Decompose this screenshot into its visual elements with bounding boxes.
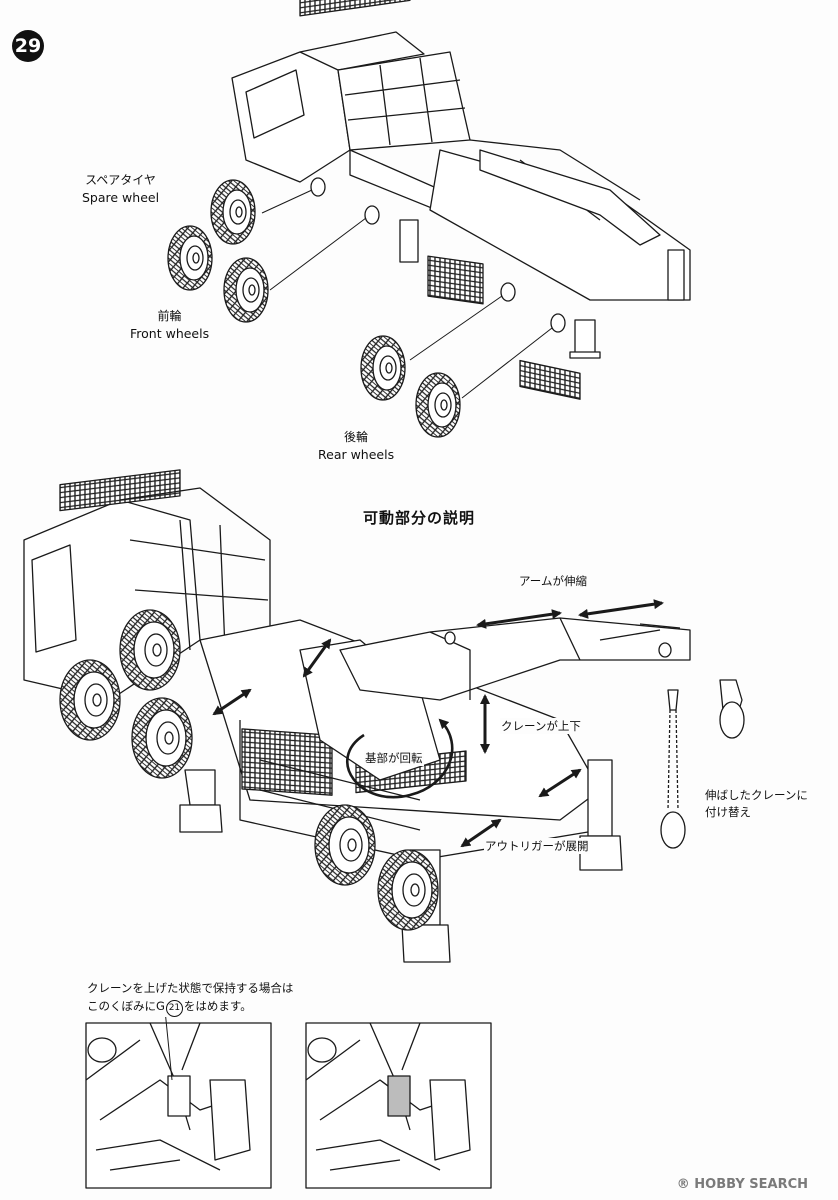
truck-top-drawing xyxy=(167,0,691,438)
detail-panels xyxy=(85,1009,492,1189)
crane-up-down-label: クレーンが上下 xyxy=(500,718,582,734)
note-text-post: をはめます。 xyxy=(183,999,252,1013)
hold-crane-note-line1: クレーンを上げた状態で保持する場合は xyxy=(87,981,294,995)
rear-wheels-label: 後輪 Rear wheels xyxy=(318,429,394,463)
note-text-pre: このくぼみにG xyxy=(87,999,165,1013)
front-wheels-label-en: Front wheels xyxy=(130,326,210,341)
swap-hook-label: 伸ばしたクレーンに 付け替え xyxy=(704,787,809,821)
spare-wheel-label-en: Spare wheel xyxy=(82,190,160,205)
truck-bottom-drawing xyxy=(23,469,745,963)
section-heading: 可動部分の説明 xyxy=(362,509,475,527)
rear-wheels-label-jp: 後輪 xyxy=(344,430,369,444)
rear-wheels-label-en: Rear wheels xyxy=(318,447,395,462)
swap-hook-label-line1: 伸ばしたクレーンに xyxy=(705,788,808,802)
watermark-brand: HOBBY SEARCH xyxy=(694,1177,808,1192)
spare-wheel-label-jp: スペアタイヤ xyxy=(85,173,156,187)
front-wheels-label-jp: 前輪 xyxy=(157,309,182,323)
swap-hook-label-line2: 付け替え xyxy=(705,805,751,819)
arm-extends-label: アームが伸縮 xyxy=(518,573,588,589)
part-number-circle: 21 xyxy=(165,1000,183,1017)
front-wheels-label: 前輪 Front wheels xyxy=(130,308,209,342)
watermark-registered: ® xyxy=(676,1177,690,1192)
spare-wheel-label: スペアタイヤ Spare wheel xyxy=(82,172,159,206)
base-rotates-label: 基部が回転 xyxy=(364,750,424,766)
outrigger-deploys-label: アウトリガーが展開 xyxy=(484,838,590,854)
step-number-badge: 29 xyxy=(12,30,44,62)
watermark: ® HOBBY SEARCH xyxy=(677,1177,808,1192)
